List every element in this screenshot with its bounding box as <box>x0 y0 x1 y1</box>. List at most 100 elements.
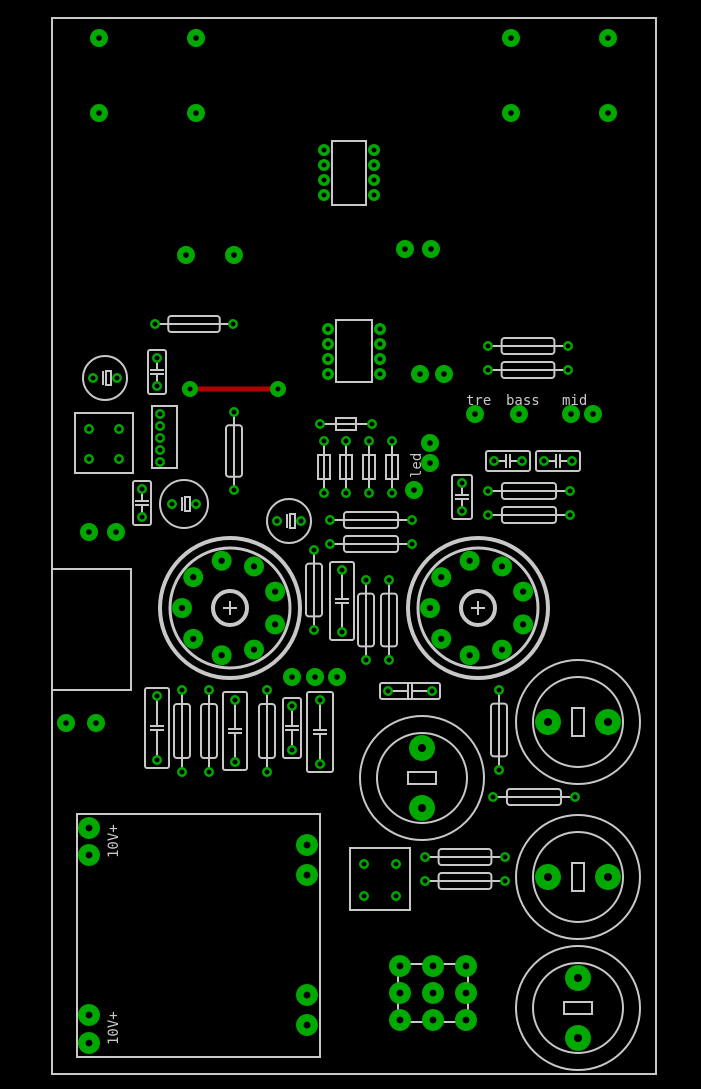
drill-hole <box>361 861 367 867</box>
regulator-outline <box>349 847 411 911</box>
drill-hole <box>543 872 553 882</box>
drill-hole <box>377 356 383 362</box>
diode-body <box>335 417 357 431</box>
drill-hole <box>459 480 465 486</box>
drill-hole <box>438 574 445 581</box>
drill-hole <box>231 252 237 258</box>
drill-hole <box>402 246 408 252</box>
capacitor-outline <box>147 349 167 395</box>
drill-hole <box>250 563 258 570</box>
drill-hole <box>85 1011 93 1019</box>
drill-hole <box>363 657 369 663</box>
drill-hole <box>371 162 377 168</box>
capacitor-plate <box>105 370 112 386</box>
drill-hole <box>567 488 573 494</box>
drill-hole <box>218 652 225 659</box>
capacitor-outline <box>329 561 355 641</box>
drill-hole <box>232 697 238 703</box>
header-outline <box>151 405 178 469</box>
drill-hole <box>543 717 553 727</box>
drill-hole <box>417 743 427 753</box>
drill-hole <box>289 703 295 709</box>
drill-hole <box>264 769 270 775</box>
drill-hole <box>193 35 199 41</box>
drill-hole <box>317 421 323 427</box>
drill-hole <box>303 1021 311 1029</box>
drill-hole <box>193 110 199 116</box>
drill-hole <box>157 423 163 429</box>
capacitor-outline <box>306 691 334 773</box>
drill-hole <box>179 769 185 775</box>
drill-hole <box>567 512 573 518</box>
diode-body <box>362 454 376 480</box>
drill-hole <box>116 456 122 462</box>
drill-hole <box>472 411 478 417</box>
drill-hole <box>426 604 434 612</box>
large-capacitor-inner <box>532 962 624 1054</box>
large-capacitor-inner <box>376 732 468 824</box>
drill-hole <box>502 854 508 860</box>
drill-hole <box>396 989 404 997</box>
electrolytic-capacitor-outline <box>266 498 312 544</box>
resistor-body <box>342 535 400 553</box>
drill-hole <box>573 973 583 983</box>
tube-socket-outer <box>158 536 302 680</box>
drill-hole <box>85 1039 93 1047</box>
drill-hole <box>496 687 502 693</box>
resistor-body <box>167 315 221 333</box>
drill-hole <box>311 547 317 553</box>
drill-hole <box>377 341 383 347</box>
resistor-body <box>490 702 508 758</box>
drill-hole <box>366 438 372 444</box>
drill-hole <box>462 989 470 997</box>
power-module-outline <box>76 813 321 1058</box>
drill-hole <box>154 383 160 389</box>
drill-hole <box>573 1033 583 1043</box>
capacitor-plate <box>571 707 585 737</box>
drill-hole <box>411 487 417 493</box>
drill-hole <box>485 343 491 349</box>
drill-hole <box>605 110 611 116</box>
drill-hole <box>569 458 575 464</box>
resistor-body <box>305 562 323 618</box>
drill-hole <box>303 991 311 999</box>
capacitor-outline <box>222 691 248 771</box>
drill-hole <box>152 321 158 327</box>
drill-hole <box>231 409 237 415</box>
drill-hole <box>603 717 613 727</box>
drill-hole <box>377 371 383 377</box>
drill-hole <box>429 962 437 970</box>
drill-hole <box>459 508 465 514</box>
drill-hole <box>572 794 578 800</box>
drill-hole <box>371 192 377 198</box>
drill-hole <box>275 386 281 392</box>
large-capacitor-outline <box>515 814 641 940</box>
label-mid: mid <box>562 393 587 409</box>
large-capacitor-inner <box>532 831 624 923</box>
drill-hole <box>86 456 92 462</box>
drill-hole <box>321 438 327 444</box>
resistor-body <box>437 872 493 890</box>
capacitor-outline <box>282 697 302 759</box>
diode-body <box>385 454 399 480</box>
drill-hole <box>325 371 331 377</box>
drill-hole <box>429 989 437 997</box>
drill-hole <box>264 687 270 693</box>
drill-hole <box>369 421 375 427</box>
drill-hole <box>438 635 445 642</box>
drill-hole <box>508 110 514 116</box>
tube-socket-ring <box>168 546 292 670</box>
drill-hole <box>417 803 427 813</box>
drill-hole <box>321 177 327 183</box>
diode-body <box>339 454 353 480</box>
drill-hole <box>206 769 212 775</box>
drill-hole <box>317 761 323 767</box>
drill-hole <box>311 627 317 633</box>
drill-hole <box>491 458 497 464</box>
drill-hole <box>343 490 349 496</box>
resistor-body <box>380 592 398 648</box>
drill-hole <box>325 341 331 347</box>
drill-hole <box>386 657 392 663</box>
drill-hole <box>393 861 399 867</box>
drill-hole <box>519 458 525 464</box>
